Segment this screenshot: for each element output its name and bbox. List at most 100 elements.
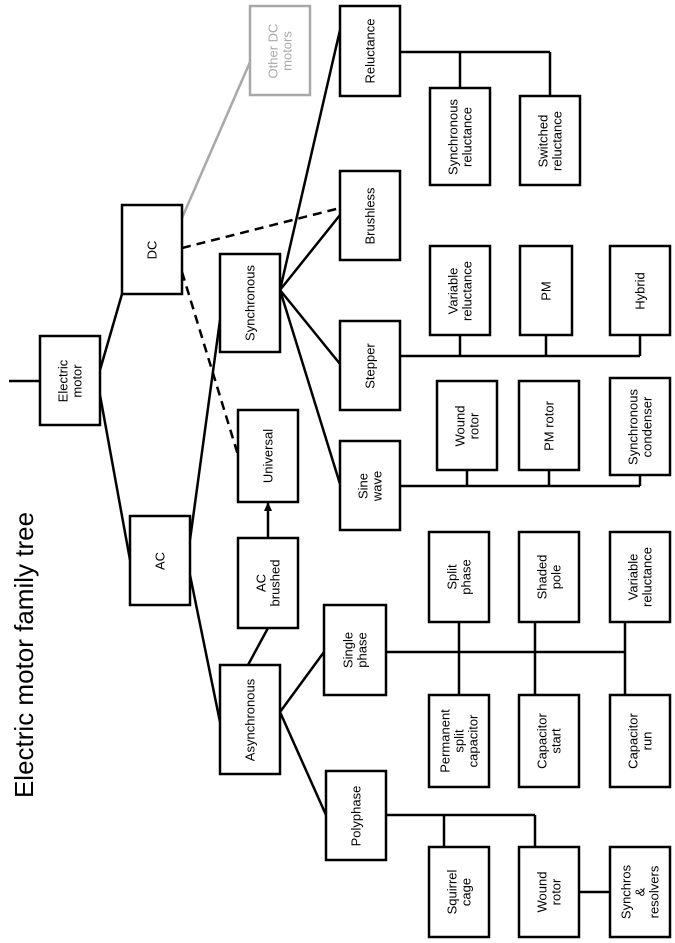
label-line: Synchronous — [243, 265, 258, 341]
node-variable-reluctance-single — [608, 530, 672, 624]
label-line: Capacitor — [535, 713, 550, 769]
label-line: pole — [549, 565, 564, 590]
label-line: rotor — [467, 412, 482, 439]
label-line: resolvers — [647, 865, 662, 918]
node-electric-motor — [38, 334, 102, 427]
label-line: Stepper — [363, 343, 378, 389]
label-squirrel-cage: Squirrelcage — [445, 869, 474, 914]
label-line: Permanent — [438, 709, 453, 773]
label-split-phase: Splitphase — [445, 559, 474, 594]
line-sync-stepper — [279, 289, 341, 365]
label-capacitor-run: Capacitorrun — [626, 713, 655, 769]
label-line: Reluctance — [363, 18, 378, 83]
label-line: condenser — [640, 396, 655, 457]
label-variable-reluctance-stepper: Variablereluctance — [446, 261, 475, 321]
node-dc — [120, 203, 184, 296]
label-line: run — [640, 732, 655, 751]
label-ac-brushed: ACbrushed — [254, 560, 283, 607]
line-async-polyphase — [278, 711, 328, 816]
node-synchronous — [218, 252, 282, 354]
label-pm-rotor: PM rotor — [542, 400, 557, 451]
label-line: AC — [153, 552, 168, 570]
diagram-title: Electric motor family tree — [9, 512, 39, 798]
label-line: phase — [355, 632, 370, 667]
label-line: split — [452, 729, 467, 753]
line-dc-brushless — [181, 206, 341, 250]
label-line: DC — [145, 241, 160, 260]
node-shaded-pole — [517, 530, 581, 624]
node-synchronous-condenser — [608, 376, 672, 477]
node-ac-brushed — [236, 536, 300, 630]
label-synchronous-reluctance: Synchronousreluctance — [446, 99, 475, 175]
label-universal: Universal — [261, 429, 276, 483]
node-stepper — [338, 319, 402, 412]
label-dc: DC — [145, 241, 160, 260]
label-synchros-resolvers: Synchros&resolvers — [619, 864, 662, 919]
label-line: rotor — [549, 878, 564, 905]
label-hybrid: Hybrid — [633, 272, 648, 310]
node-reluctance — [338, 4, 402, 98]
label-line: & — [633, 887, 648, 896]
line-sync-reluctance — [278, 29, 342, 291]
node-synchros-resolvers — [608, 845, 672, 939]
line-ac-asynchronous — [188, 574, 222, 723]
label-variable-reluctance-single: Variablereluctance — [626, 547, 655, 607]
label-line: cage — [459, 878, 474, 906]
label-line: Electric — [56, 359, 71, 402]
label-reluctance: Reluctance — [363, 18, 378, 83]
label-synchronous-condenser: Synchronouscondenser — [626, 389, 655, 465]
label-line: wave — [370, 471, 385, 502]
label-line: Brushless — [363, 187, 378, 245]
label-polyphase: Polyphase — [349, 786, 364, 847]
label-line: AC — [254, 574, 269, 592]
node-hybrid — [608, 244, 672, 337]
label-brushless: Brushless — [363, 187, 378, 245]
label-permanent-split-capacitor: Permanentsplitcapacitor — [438, 709, 481, 773]
label-line: Single — [341, 632, 356, 668]
label-switched-reluctance: Switchedreluctance — [536, 111, 565, 171]
label-line: Synchronous — [626, 389, 641, 465]
label-line: phase — [459, 559, 474, 594]
label-wound-rotor-poly: Woundrotor — [535, 872, 564, 913]
node-split-phase — [427, 530, 491, 624]
line-motor-ac — [98, 394, 132, 561]
label-electric-motor: Electricmotor — [56, 359, 85, 402]
node-ac — [128, 514, 192, 607]
node-pm-rotor — [517, 379, 581, 472]
node-synchronous-reluctance — [428, 86, 492, 187]
label-line: motor — [70, 364, 85, 398]
label-asynchronous: Asynchronous — [243, 678, 258, 761]
node-asynchronous — [218, 663, 282, 776]
label-line: Switched — [536, 115, 551, 168]
label-line: Variable — [446, 268, 461, 315]
node-single-phase — [322, 603, 388, 697]
label-line: Hybrid — [633, 272, 648, 310]
label-line: Sine — [356, 473, 371, 499]
node-pm — [518, 244, 574, 337]
label-line: reluctance — [460, 261, 475, 321]
node-switched-reluctance — [518, 94, 582, 187]
node-capacitor-start — [517, 693, 581, 789]
label-stepper: Stepper — [363, 343, 378, 389]
line-ac-synchronous — [188, 319, 222, 541]
node-brushless — [338, 169, 402, 262]
node-sine-wave — [338, 439, 402, 532]
line-dc-other — [180, 61, 252, 219]
label-line: brushed — [268, 560, 283, 607]
line-motor-dc — [98, 293, 124, 371]
line-dc-universal — [180, 271, 240, 456]
label-pm: PM — [539, 281, 554, 301]
label-line: PM — [539, 281, 554, 301]
label-line: reluctance — [460, 107, 475, 167]
label-line: Asynchronous — [243, 678, 258, 761]
line-async-acbrushed — [246, 627, 270, 666]
label-line: Other DC — [266, 24, 281, 79]
node-variable-reluctance-stepper — [428, 244, 492, 337]
label-shaded-pole: Shadedpole — [535, 555, 564, 600]
label-line: Wound — [453, 406, 468, 447]
label-other-dc: Other DCmotors — [266, 24, 295, 79]
label-line: Variable — [626, 554, 641, 601]
label-line: Squirrel — [445, 869, 460, 914]
line-async-singlephase — [278, 651, 326, 713]
